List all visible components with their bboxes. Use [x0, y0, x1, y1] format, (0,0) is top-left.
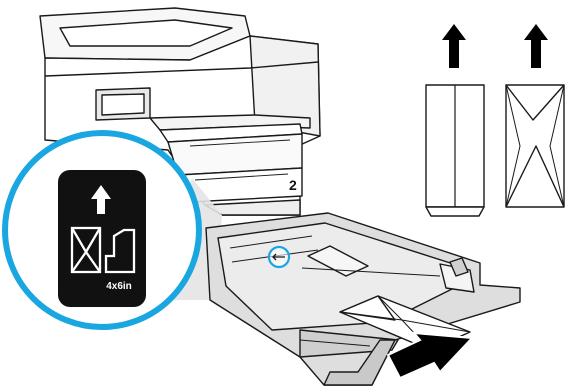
paper-tray	[206, 213, 520, 385]
badge-size-label: 4x6in	[106, 281, 132, 292]
orientation-arrow-right-icon	[524, 24, 548, 68]
envelope-front-view	[506, 85, 564, 207]
tray-number-label: 2	[289, 177, 297, 193]
envelope-back-view	[426, 85, 484, 216]
insert-arrow-icon	[388, 333, 472, 378]
tray-icon-callout: 4x6in	[5, 133, 199, 327]
orientation-arrow-left-icon	[442, 24, 466, 68]
